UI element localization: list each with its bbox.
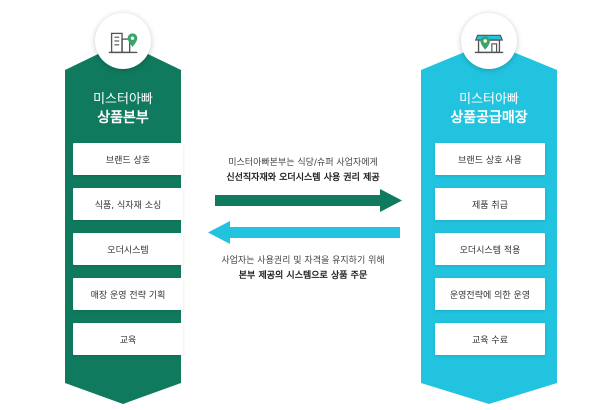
left-item-sourcing: 식품, 식자재 소싱 xyxy=(73,188,183,220)
right-title-line1: 미스터아빠 xyxy=(459,92,519,107)
right-item-order-system: 오더시스템 적용 xyxy=(435,233,545,265)
right-item-product-handling: 제품 취급 xyxy=(435,188,545,220)
left-item-brand: 브랜드 상호 xyxy=(73,143,183,175)
left-item-education: 교육 xyxy=(73,323,183,355)
right-item-education-complete: 교육 수료 xyxy=(435,323,545,355)
left-column-shape xyxy=(65,42,181,404)
left-item-strategy: 매장 운영 전략 기획 xyxy=(73,278,183,310)
right-column-title: 미스터아빠 상품공급매장 xyxy=(419,91,559,127)
right-column-shape xyxy=(421,42,557,404)
arrow-top-line2: 신선직자재와 오더시스템 사용 권리 제공 xyxy=(226,173,380,183)
arrow-bottom-line2: 본부 제공의 시스템으로 상품 주문 xyxy=(238,271,368,281)
arrow-top-line1: 미스터아빠본부는 식당/슈퍼 사업자에게 xyxy=(228,158,378,168)
arrow-right xyxy=(215,189,402,212)
left-title-line1: 미스터아빠 xyxy=(93,92,153,107)
left-column-title: 미스터아빠 상품본부 xyxy=(53,91,193,127)
arrow-bottom-line1: 사업자는 사용권리 및 자격을 유지하기 위해 xyxy=(221,256,385,266)
building-pin-icon xyxy=(108,32,138,54)
store-pin-icon xyxy=(474,34,504,54)
right-item-operation: 운영전략에 의한 운영 xyxy=(435,278,545,310)
left-item-order-system: 오더시스템 xyxy=(73,233,183,265)
arrow-left xyxy=(208,221,400,244)
right-icon-circle xyxy=(461,13,517,69)
arrow-top-caption: 미스터아빠본부는 식당/슈퍼 사업자에게 신선직자재와 오더시스템 사용 권리 … xyxy=(183,156,423,186)
left-title-line2: 상품본부 xyxy=(97,110,149,126)
right-title-line2: 상품공급매장 xyxy=(450,110,528,126)
arrow-bottom-caption: 사업자는 사용권리 및 자격을 유지하기 위해 본부 제공의 시스템으로 상품 … xyxy=(183,254,423,284)
right-item-brand-use: 브랜드 상호 사용 xyxy=(435,143,545,175)
left-icon-circle xyxy=(95,13,151,69)
